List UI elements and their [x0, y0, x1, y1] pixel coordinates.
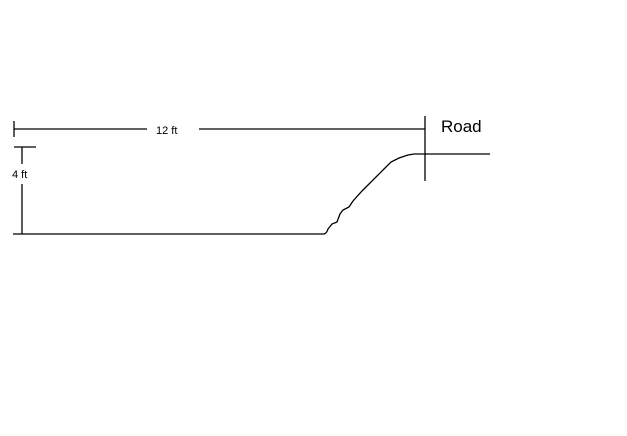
width-dimension: 12 ft	[13, 121, 425, 137]
width-dimension-label: 12 ft	[156, 125, 177, 137]
road-label: Road	[441, 117, 482, 136]
ground-profile-line	[13, 153, 490, 235]
height-dimension-label: 4 ft	[12, 169, 27, 181]
height-dimension: 4 ft	[12, 146, 36, 234]
